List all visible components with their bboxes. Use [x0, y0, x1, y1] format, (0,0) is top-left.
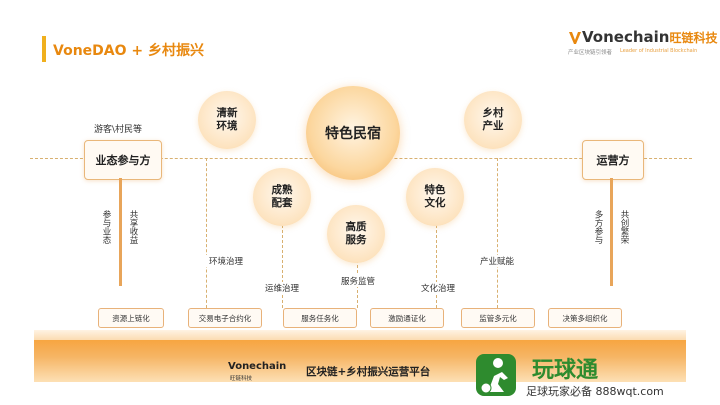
logo-subtitle: 产业区块链引领者	[568, 50, 613, 56]
label-culture-governance: 文化治理	[418, 282, 459, 294]
platform-surface	[34, 330, 686, 342]
left-text-participate: 参与业态	[101, 210, 111, 244]
node-quality-service: 高质 服务	[327, 205, 385, 263]
connector-env	[206, 158, 207, 308]
logo-brand: Vonechain旺链科技	[582, 28, 718, 46]
node-rural-industry: 乡村 产业	[464, 91, 522, 149]
connector-culture	[436, 210, 437, 308]
pill-resource-onchain: 资源上链化	[98, 308, 164, 328]
node-special-culture: 特色 文化	[406, 168, 464, 226]
watermark-title: 玩球通	[532, 358, 599, 383]
platform-logo-sub: 旺链科技	[230, 376, 253, 382]
soccer-player-icon	[476, 354, 516, 396]
connector-mature	[282, 210, 283, 308]
operator-box: 运营方	[582, 140, 644, 180]
pill-incentive-token: 激励通证化	[370, 308, 444, 328]
connector-industry	[497, 158, 498, 308]
page-title: VoneDAO + 乡村振兴	[53, 43, 204, 59]
node-fresh-environment: 清新 环境	[198, 91, 256, 149]
pill-service-task: 服务任务化	[283, 308, 357, 328]
logo-v-icon	[569, 32, 581, 44]
platform-logo: Vonechain	[228, 361, 287, 372]
right-text-prosper: 共创繁荣	[619, 210, 629, 244]
company-logo: Vonechain旺链科技 产业区块链引领者 Leader of Industr…	[568, 28, 717, 64]
pill-multi-org-decision: 决策多组织化	[548, 308, 622, 328]
logo-subtitle-en: Leader of Industrial Blockchain	[620, 48, 698, 54]
platform-base	[34, 340, 686, 382]
left-caption: 游客\村民等	[94, 125, 143, 135]
watermark-subtitle: 足球玩家必备 888wqt.com	[526, 385, 664, 398]
left-text-share: 共享收益	[128, 210, 138, 244]
right-vertical-bar	[610, 178, 613, 286]
label-ops-governance: 运维治理	[262, 282, 303, 294]
right-text-multi: 多方参与	[593, 210, 603, 244]
watermark: 玩球通 足球玩家必备 888wqt.com	[474, 352, 714, 402]
business-participant-box: 业态参与方	[84, 140, 162, 180]
label-env-governance: 环境治理	[206, 255, 247, 267]
pill-electronic-contract: 交易电子合约化	[188, 308, 262, 328]
platform-title: 区块链+乡村振兴运营平台	[306, 366, 431, 378]
label-industry-empower: 产业赋能	[477, 255, 518, 267]
left-vertical-bar	[119, 178, 122, 286]
node-center-homestay: 特色民宿	[306, 86, 400, 180]
label-service-supervision: 服务监管	[338, 275, 379, 287]
node-mature-facilities: 成熟 配套	[253, 168, 311, 226]
pill-multi-supervision: 监管多元化	[461, 308, 535, 328]
title-accent-bar	[42, 36, 46, 62]
